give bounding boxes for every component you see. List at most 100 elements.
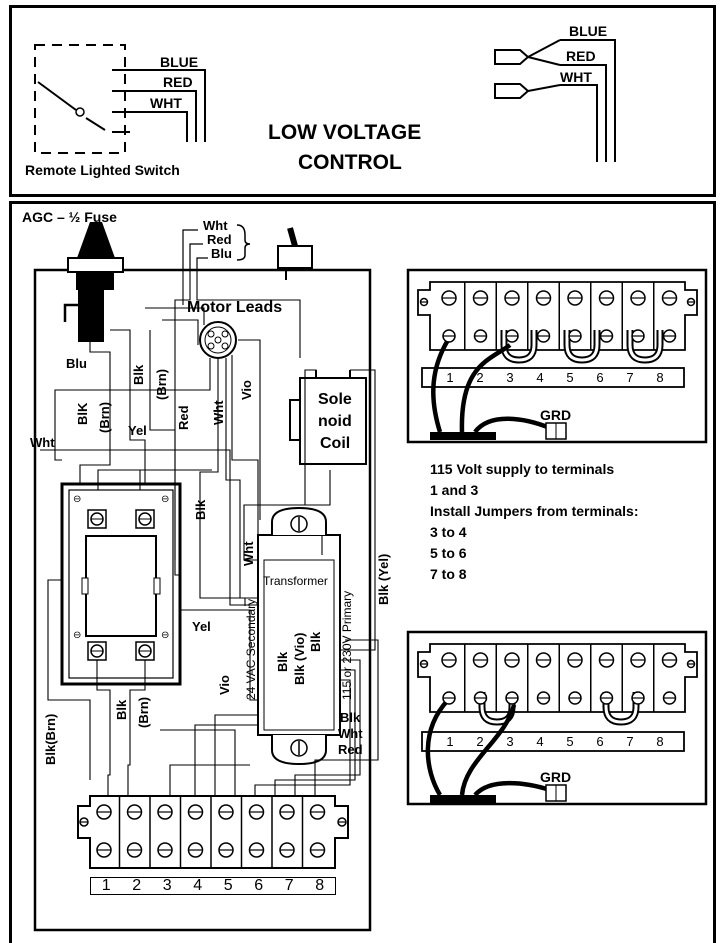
terminal-number: 5: [566, 734, 574, 749]
terminal-number: 5: [566, 370, 574, 385]
grd-label-2: GRD: [540, 769, 572, 785]
wire-label-blk-tr2: Blk: [308, 631, 323, 652]
bottom-terminal-block: [77, 795, 349, 869]
relay: ⊖ ⊖ ⊖ ⊖: [60, 482, 182, 686]
motor-leads-label: Motor Leads: [187, 299, 283, 316]
wire-label-brn-bottom: (Brn): [136, 696, 151, 728]
terminal-diagram-supply: [406, 268, 708, 444]
wire-label-blk-tr1: Blk: [275, 651, 290, 672]
jumper-2: 5 to 6: [430, 545, 467, 561]
wire-label-red-mid: Red: [176, 405, 191, 430]
wire-label-blk-yel: Blk (Yel): [376, 553, 391, 605]
terminal-number: 3: [506, 734, 514, 749]
terminal-number: 8: [656, 734, 664, 749]
terminal-number: 7: [626, 370, 634, 385]
nut-wire-wht: WHT: [560, 69, 592, 85]
transformer-label: Transformer: [263, 574, 328, 588]
terminal-number: 8: [656, 370, 664, 385]
remote-switch-box: [34, 44, 126, 154]
terminal-number: 5: [223, 877, 233, 894]
solenoid-coil: [289, 370, 367, 465]
terminal-number: 7: [626, 734, 634, 749]
pigtail-red-label: Red: [207, 232, 232, 247]
toggle-switch: [277, 227, 313, 280]
wire-label-blk-top: Blk: [131, 364, 146, 385]
svg-text:⊖: ⊖: [73, 630, 81, 641]
wire-label-vio-low: Vio: [217, 675, 232, 695]
transformer: [257, 506, 341, 766]
terminal-number: 2: [476, 370, 484, 385]
pigtail-blu-label: Blu: [211, 246, 232, 261]
wire-label-wht-motor: Wht: [211, 400, 226, 425]
internal-wiring: [40, 270, 379, 795]
solenoid-line-3: Coil: [320, 435, 351, 452]
supply-line-1: 115 Volt supply to terminals: [430, 461, 615, 477]
nut-wire-red: RED: [566, 48, 596, 64]
svg-text:⊖: ⊖: [161, 630, 169, 641]
grd-label-1: GRD: [540, 407, 572, 423]
terminal-number: 3: [506, 370, 514, 385]
terminal-number: 6: [596, 370, 604, 385]
terminal-number: 6: [254, 877, 264, 894]
wire-label-blk-left: BlK: [75, 402, 90, 425]
motor-connector: [199, 321, 237, 359]
terminal-number: 3: [162, 877, 172, 894]
wire-nut-1: [494, 39, 561, 66]
wire-nut-2: [494, 83, 561, 99]
jumper-terminal-numbers: 1 2 3 4 5 6 7 8: [435, 734, 675, 750]
control-enclosure: [33, 268, 372, 932]
terminal-number: 4: [536, 734, 544, 749]
wire-label-brn-left: (Brn): [97, 401, 112, 433]
low-voltage-control-panel: [9, 5, 716, 197]
solenoid-line-2: noid: [318, 413, 352, 430]
svg-text:⊖: ⊖: [161, 494, 169, 505]
wire-label-vio-motor: Vio: [239, 380, 254, 400]
secondary-label: 24 VAC Secondary: [244, 598, 258, 700]
wire-label-brn-top: (Brn): [154, 368, 169, 400]
terminal-number: 2: [476, 734, 484, 749]
terminal-number: 7: [284, 877, 294, 894]
title-line-1: LOW VOLTAGE: [268, 121, 422, 144]
switch-wire-red: RED: [163, 74, 193, 90]
terminal-screws: [79, 282, 696, 868]
fuse-holder: [63, 222, 124, 342]
nut-wire-blue: BLUE: [569, 23, 608, 39]
jumper-title: Install Jumpers from terminals:: [430, 503, 639, 519]
wire-label-yel-low: Yel: [192, 619, 211, 634]
wire-label-wht-mid: Wht: [241, 541, 256, 566]
wire-label-blk-brn-bottom: Blk(Brn): [43, 713, 58, 765]
solenoid-line-1: Sole: [318, 391, 352, 408]
switch-contact: [75, 107, 85, 117]
terminal-number: 4: [193, 877, 203, 894]
svg-text:⊖: ⊖: [73, 494, 81, 505]
wire-label-wht-left: Wht: [30, 435, 55, 450]
wire-label-red-br: Red: [338, 742, 363, 757]
jumper-1: 3 to 4: [430, 524, 467, 540]
terminal-number: 8: [315, 877, 325, 894]
switch-lever: [37, 81, 77, 111]
terminal-number: 2: [132, 877, 142, 894]
jumper-3: 7 to 8: [430, 566, 467, 582]
wire-label-blu: Blu: [66, 356, 87, 371]
pigtail-wht-label: Wht: [203, 218, 228, 233]
remote-switch-caption: Remote Lighted Switch: [25, 162, 180, 178]
wire-label-blk-br: Blk: [340, 710, 361, 725]
primary-label: 115 or 230V Primary: [340, 590, 354, 700]
switch-wire-wht: WHT: [150, 95, 182, 111]
terminal-number: 4: [536, 370, 544, 385]
terminal-diagram-jumpered: [406, 630, 708, 806]
wire-label-blk-bottom: Blk: [114, 699, 129, 720]
switch-wire-blue: BLUE: [160, 54, 199, 70]
supply-line-2: 1 and 3: [430, 482, 479, 498]
wire-label-wht-br: Wht: [338, 726, 363, 741]
bottom-terminal-numbers: 1 2 3 4 5 6 7 8: [90, 877, 336, 895]
terminal-number: 1: [101, 877, 111, 894]
wire-label-blk-vio-tr: Blk (Vio): [292, 632, 307, 686]
terminal-number: 6: [596, 734, 604, 749]
wire-label-yel-top: Yel: [128, 423, 147, 438]
terminal-number: 1: [446, 734, 454, 749]
title-line-2: CONTROL: [298, 151, 402, 174]
